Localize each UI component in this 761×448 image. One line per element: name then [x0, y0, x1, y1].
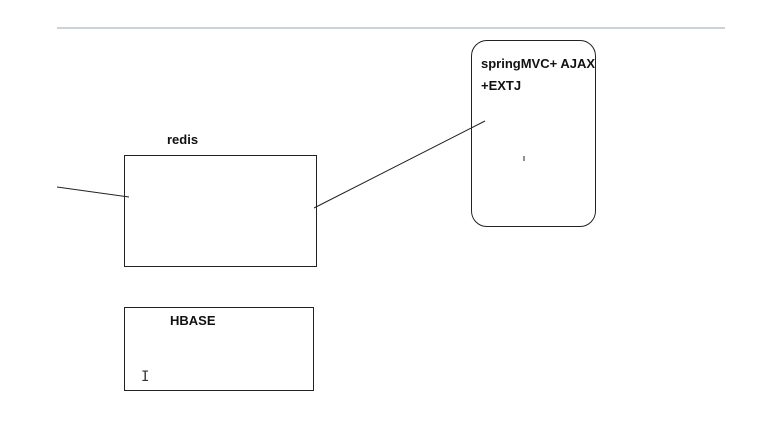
springmvc-label-line2: +EXTJ — [481, 78, 522, 93]
connector-redis-to-spring — [313, 120, 486, 209]
hbase-label: HBASE — [170, 313, 216, 328]
top-divider — [57, 27, 725, 29]
springmvc-node[interactable] — [471, 40, 596, 227]
text-cursor-icon: I — [141, 369, 150, 385]
springmvc-label-line1: springMVC+ AJAX — [481, 56, 596, 71]
connector-left-to-redis — [56, 186, 130, 198]
redis-label: redis — [167, 132, 199, 147]
hbase-node[interactable] — [124, 307, 314, 391]
redis-node[interactable] — [124, 155, 317, 267]
